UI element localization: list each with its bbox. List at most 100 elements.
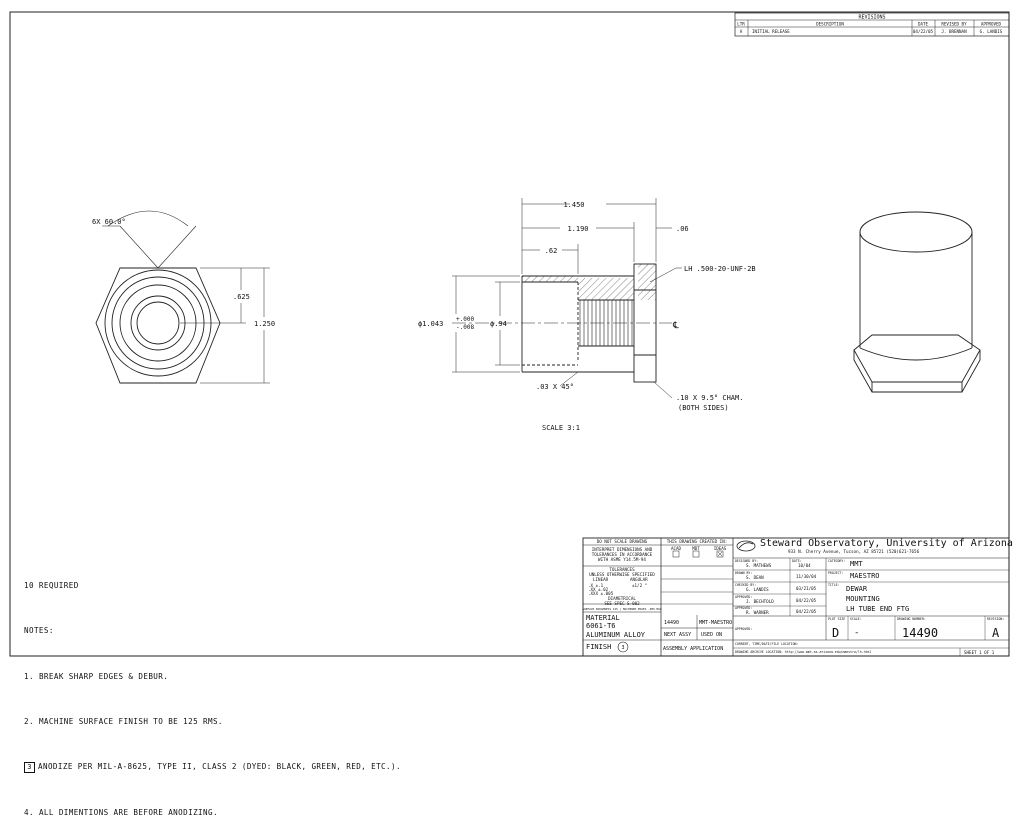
tb-do-not-scale: DO NOT SCALE DRAWING: [597, 539, 648, 544]
tb-current-location: CURRENT, TIME/DATE/FILE LOCATION:: [735, 642, 798, 646]
title-block: [582, 537, 1010, 657]
tb-acad: ACAD: [671, 546, 682, 551]
tb-sheet: SHEET 1 OF 1: [964, 650, 995, 655]
drawing-notes: 10 REQUIRED NOTES: 1. BREAK SHARP EDGES …: [24, 548, 401, 835]
note-num: 2.: [24, 717, 34, 727]
rev-row-description: INITIAL RELEASE: [752, 29, 790, 34]
tb-ang-val: ±1/2 °: [632, 583, 647, 588]
tb-approved-1: J. BECHTOLD: [746, 599, 774, 604]
tb-material-label: MATERIAL: [586, 614, 620, 622]
note-num: 1.: [24, 671, 34, 681]
tb-size: D: [832, 626, 839, 640]
tb-approved-2: R. WARNER: [746, 610, 769, 615]
tb-finish-num: 3: [621, 645, 624, 651]
tb-finish-label: FINISH: [586, 643, 611, 651]
dim-dia-1043: ϕ1.043: [418, 320, 443, 328]
tb-linear: LINEAR: [593, 577, 609, 582]
tb-ideas: IDEAS: [714, 546, 727, 551]
tb-title-2: MOUNTING: [846, 595, 880, 603]
note-text: ALL DIMENTIONS ARE BEFORE ANODIZING.: [38, 807, 218, 817]
tb-size-label: PLOT SIZE: [828, 617, 845, 621]
rev-row-date: 04/22/05: [913, 29, 934, 34]
thread-callout: LH .500-20-UNF-2B: [684, 265, 756, 273]
tb-rev: A: [992, 626, 1000, 640]
hex-angle-label: 6X 60.0°: [92, 218, 126, 226]
hex-outline: [95, 267, 221, 384]
tb-title-label: TITLE:: [828, 583, 840, 587]
revisions-title: REVISIONS: [858, 15, 885, 21]
tb-see-spec: SEE SPEC S-002: [604, 601, 640, 606]
steward-logo-icon: [736, 540, 756, 552]
note-item-1: 1. BREAK SHARP EDGES & DEBUR.: [24, 669, 401, 684]
revisions-table: REVISIONS LTR DESCRIPTION DATE REVISED B…: [734, 12, 1010, 37]
tb-unless: UNLESS OTHERWISE SPECIFIED: [589, 572, 655, 577]
sheet-border: [9, 11, 1010, 657]
tb-approved-label-2: APPROVED:: [735, 606, 752, 610]
tb-category-label: CATEGORY:: [828, 559, 845, 563]
tb-project-label: PROJECT:: [828, 571, 843, 575]
note-flag-box: 3: [24, 762, 35, 774]
tb-diametrical: DIAMETRICAL: [608, 596, 636, 601]
tb-finish-circle: [617, 641, 629, 653]
tb-project: MAESTRO: [850, 572, 880, 580]
scale-label: SCALE 3:1: [542, 424, 580, 432]
dim-1250: 1.250: [254, 320, 275, 328]
chamfer-small: .03 X 45°: [536, 383, 574, 391]
section-side-view: [452, 198, 682, 399]
tb-checked-date: 03/21/05: [796, 586, 817, 591]
tb-mdt: MDT: [692, 546, 700, 551]
tb-approved-label-3: APPROVED:: [735, 627, 752, 631]
tb-drawn-by: S. DEAN: [746, 575, 764, 580]
tb-designed-date: 10/04: [798, 563, 811, 568]
tb-rev-label: REVISION:: [987, 617, 1004, 621]
tb-material-2: ALUMINUM ALLOY: [586, 631, 646, 639]
tb-dwg-label: DRAWING NUMBER:: [897, 617, 926, 621]
tb-category: MMT: [850, 560, 863, 568]
dim-1190: 1.190: [567, 225, 588, 233]
rev-header-approved: APPROVED: [981, 22, 1002, 27]
rev-header-revised-by: REVISED BY: [941, 22, 967, 27]
dim-tol-plus: +.000: [456, 316, 474, 323]
dim-06: .06: [676, 225, 689, 233]
tb-tolerances: TOLERANCES: [609, 567, 635, 572]
tb-material-1: 6061-T6: [586, 622, 616, 630]
tb-designed-by-label: DESIGNED BY:: [735, 559, 758, 563]
tb-surface: SURFACE ROUGHNESS 125 | MACHINED EDGES .…: [582, 607, 661, 611]
tb-designed-by: S. MATHEWS: [746, 563, 772, 568]
centerline-symbol: ℄: [672, 321, 679, 331]
isometric-view: [853, 211, 981, 393]
dim-dia-94: ϕ.94: [490, 320, 507, 328]
tb-org-address: 933 N. Cherry Avenue, Tucson, AZ 85721 (…: [788, 549, 920, 554]
tb-lin-3: .XXX ±.005: [588, 591, 614, 596]
notes-required: 10 REQUIRED: [24, 581, 79, 591]
tb-scale: -: [854, 628, 859, 638]
note-item-4: 4. ALL DIMENTIONS ARE BEFORE ANODIZING.: [24, 805, 401, 820]
tb-scale-label: SCALE:: [850, 617, 862, 621]
tb-approved-2-date: 04/22/05: [796, 609, 817, 614]
tb-date-label: DATE:: [792, 559, 802, 563]
rev-header-ltr: LTR: [737, 22, 745, 27]
tb-lin-1: .X ±.1: [588, 583, 604, 588]
hex-front-view: [95, 210, 270, 384]
tb-archive-location: DRAWING ARCHIVE LOCATION: http://www.mmt…: [735, 650, 871, 654]
note-text: ANODIZE PER MIL-A-8625, TYPE II, CLASS 2…: [38, 762, 401, 772]
tb-angular: ANGULAR: [630, 577, 648, 582]
rev-row-revised-by: J. BRENNAN: [941, 29, 967, 34]
note-text: BREAK SHARP EDGES & DEBUR.: [38, 671, 169, 681]
dim-625: .625: [233, 293, 250, 301]
tb-interpret-3: WITH ASME Y14.5M-94: [598, 557, 646, 562]
tb-lin-2: .XX ±.02: [588, 587, 609, 592]
chamfer-note-1: .10 X 9.5° CHAM.: [676, 394, 743, 402]
tb-approved-label-1: APPROVED:: [735, 595, 752, 599]
tb-drawn-date: 11/30/04: [796, 574, 817, 579]
note-text: MACHINE SURFACE FINISH TO BE 125 RMS.: [38, 717, 223, 727]
tb-created-in: THIS DRAWING CREATED IN:: [667, 539, 728, 544]
tb-dwg-no: 14490: [902, 626, 938, 640]
rev-header-description: DESCRIPTION: [816, 22, 844, 27]
chamfer-note-2: (BOTH SIDES): [678, 404, 729, 412]
dim-62: .62: [545, 247, 558, 255]
note-num: 4.: [24, 807, 34, 817]
tb-part-no: 14490: [664, 620, 679, 626]
rev-row-approved: G. LANDIS: [980, 29, 1003, 34]
